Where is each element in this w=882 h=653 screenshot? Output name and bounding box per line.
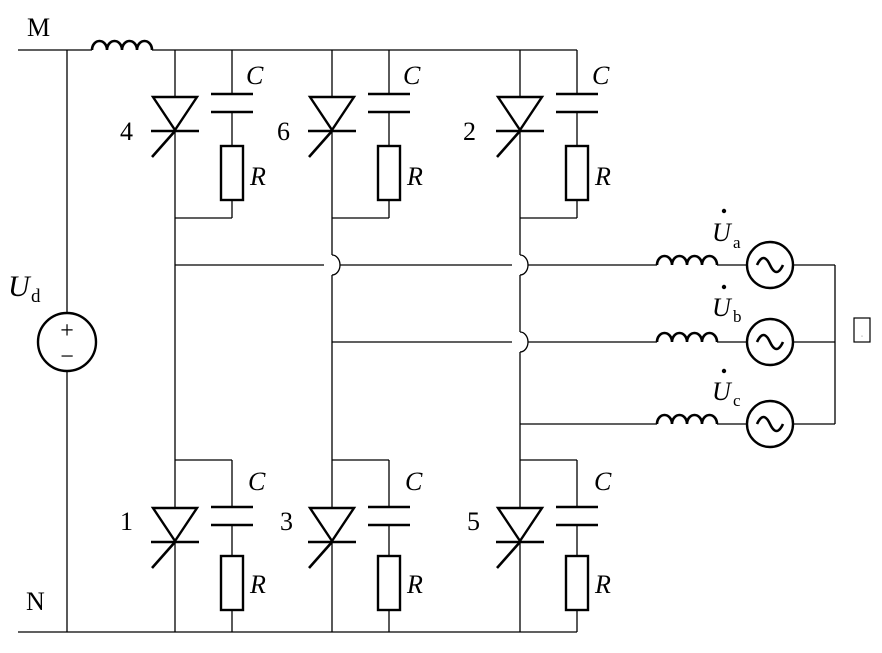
phase-c-dot: [721, 368, 727, 374]
snubber-upper-2: [332, 50, 410, 219]
dc-minus-sign: −: [60, 344, 74, 370]
capacitor-label: C: [248, 467, 266, 496]
thyristor-3: [307, 506, 357, 569]
phase-c-line: [520, 399, 835, 449]
neutral-box-glyph: □: [861, 335, 863, 338]
thyristor-label-upper-2: 6: [277, 117, 290, 146]
phase-a-dot: [721, 208, 727, 214]
snubber-lower-1: [175, 459, 253, 632]
capacitor-label: C: [405, 467, 423, 496]
phase-a-line: [175, 240, 835, 290]
phase-b-line: [332, 317, 835, 367]
capacitor-label: C: [403, 61, 421, 90]
phase-a-subscript: a: [733, 233, 741, 252]
snubber-upper-3: [520, 50, 598, 219]
resistor-label: R: [594, 570, 611, 599]
bus-n-label: N: [26, 587, 45, 616]
snubber-lower-3: [520, 459, 598, 632]
snubber-upper-1: [175, 50, 253, 219]
dc-plus-sign: +: [60, 318, 74, 344]
top-bus: [18, 39, 577, 51]
thyristor-label-upper-1: 4: [120, 117, 133, 146]
neutral-box: [853, 317, 871, 343]
resistor-label: R: [249, 162, 266, 191]
thyristor-6: [307, 95, 357, 158]
phase-c-subscript: c: [733, 391, 741, 410]
dc-source-subscript: d: [31, 286, 41, 307]
thyristor-label-lower-3: 5: [467, 507, 480, 536]
thyristor-1: [150, 506, 200, 569]
bus-m-label: M: [27, 13, 50, 42]
thyristor-label-upper-3: 2: [463, 117, 476, 146]
phase-a-label: U: [712, 218, 733, 247]
capacitor-label: C: [592, 61, 610, 90]
thyristor-5: [495, 506, 545, 569]
thyristor-4: [150, 95, 200, 158]
resistor-label: R: [249, 570, 266, 599]
dc-source: [36, 50, 98, 632]
resistor-label: R: [594, 162, 611, 191]
phase-c-label: U: [712, 377, 733, 406]
capacitor-label: C: [594, 467, 612, 496]
thyristor-label-lower-1: 1: [120, 507, 133, 536]
thyristors: [150, 95, 545, 569]
phase-b-dot: [721, 284, 727, 290]
snubber-lower-2: [332, 459, 410, 632]
dc-source-label: U: [8, 270, 32, 303]
resistor-label: R: [406, 162, 423, 191]
thyristor-2: [495, 95, 545, 158]
thyristor-label-lower-2: 3: [280, 507, 293, 536]
phase-b-subscript: b: [733, 307, 742, 326]
phase-b-label: U: [712, 293, 733, 322]
capacitor-label: C: [246, 61, 264, 90]
resistor-label: R: [406, 570, 423, 599]
snubbers: [175, 50, 598, 632]
